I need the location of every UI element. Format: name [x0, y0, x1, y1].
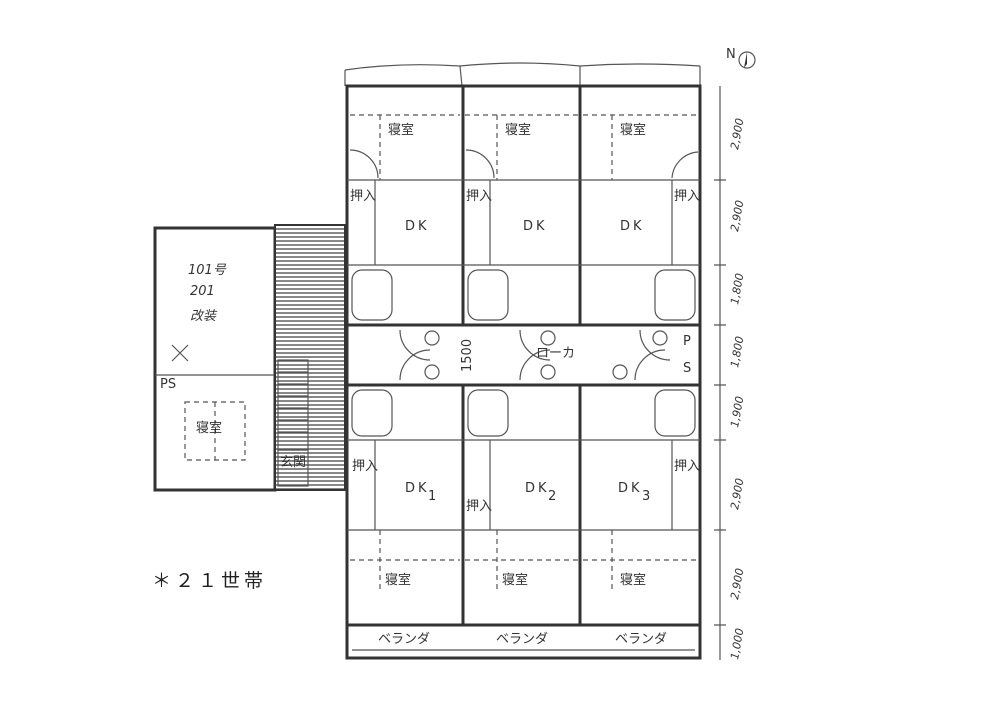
bedroom-label: 寝室 [620, 572, 646, 588]
dk-label: DK [525, 481, 550, 496]
closet-label: 押入 [466, 189, 492, 204]
annex-ps-label: PS [160, 377, 176, 392]
closet-label: 押入 [674, 189, 700, 204]
dk-label: DK [523, 219, 548, 234]
dk-label: DK [620, 219, 645, 234]
dimension-label: 2,900 [728, 117, 746, 150]
dimension-label: 1,800 [728, 335, 746, 368]
household-count-note: ＊２１世帯 [152, 570, 268, 592]
north-label: N [726, 47, 736, 62]
dimension-label: 2,900 [728, 477, 746, 510]
ps-label-s: S [683, 361, 691, 376]
unit-number: 1 [428, 489, 436, 504]
handwritten-note: 101号 [188, 263, 227, 278]
dimension-label: 2,900 [728, 199, 746, 232]
bedroom-label: 寝室 [502, 572, 528, 588]
closet-label: 押入 [466, 499, 492, 514]
dimension-label: 1,800 [728, 272, 746, 305]
dimensions: 2,900 2,900 1,800 1,800 1,900 2,900 2,90… [728, 117, 746, 660]
unit-number: 2 [548, 489, 556, 504]
bedroom-label: 寝室 [505, 122, 531, 138]
closet-label: 押入 [350, 189, 376, 204]
ps-label-p: P [683, 334, 691, 349]
bath-fixtures [351, 269, 696, 437]
veranda-label: ベランダ [378, 632, 430, 647]
dk-label: DK [618, 481, 643, 496]
veranda-label: ベランダ [615, 632, 667, 647]
unit-number: 3 [642, 489, 650, 504]
entrance-label: 玄関 [280, 455, 306, 470]
closet-label: 押入 [352, 459, 378, 474]
bedroom-label: 寝室 [385, 572, 411, 588]
dk-label: DK [405, 219, 430, 234]
north-arrow [738, 51, 756, 69]
corridor-label: ローカ [536, 346, 575, 361]
bedroom-label: 寝室 [388, 122, 414, 138]
handwritten-note: 201 [190, 284, 215, 299]
building-walls [153, 51, 756, 660]
bedroom-label: 寝室 [620, 122, 646, 138]
handwritten-note: 改装 [190, 309, 218, 324]
veranda-label: ベランダ [496, 632, 548, 647]
annex-bedroom-label: 寝室 [196, 420, 222, 436]
dimension-label: 2,900 [728, 567, 746, 600]
dimension-label: 1,000 [728, 627, 746, 660]
corridor-width: 1500 [460, 339, 475, 372]
dk-label: DK [405, 481, 430, 496]
dimension-label: 1,900 [728, 395, 746, 428]
closet-label: 押入 [674, 459, 700, 474]
